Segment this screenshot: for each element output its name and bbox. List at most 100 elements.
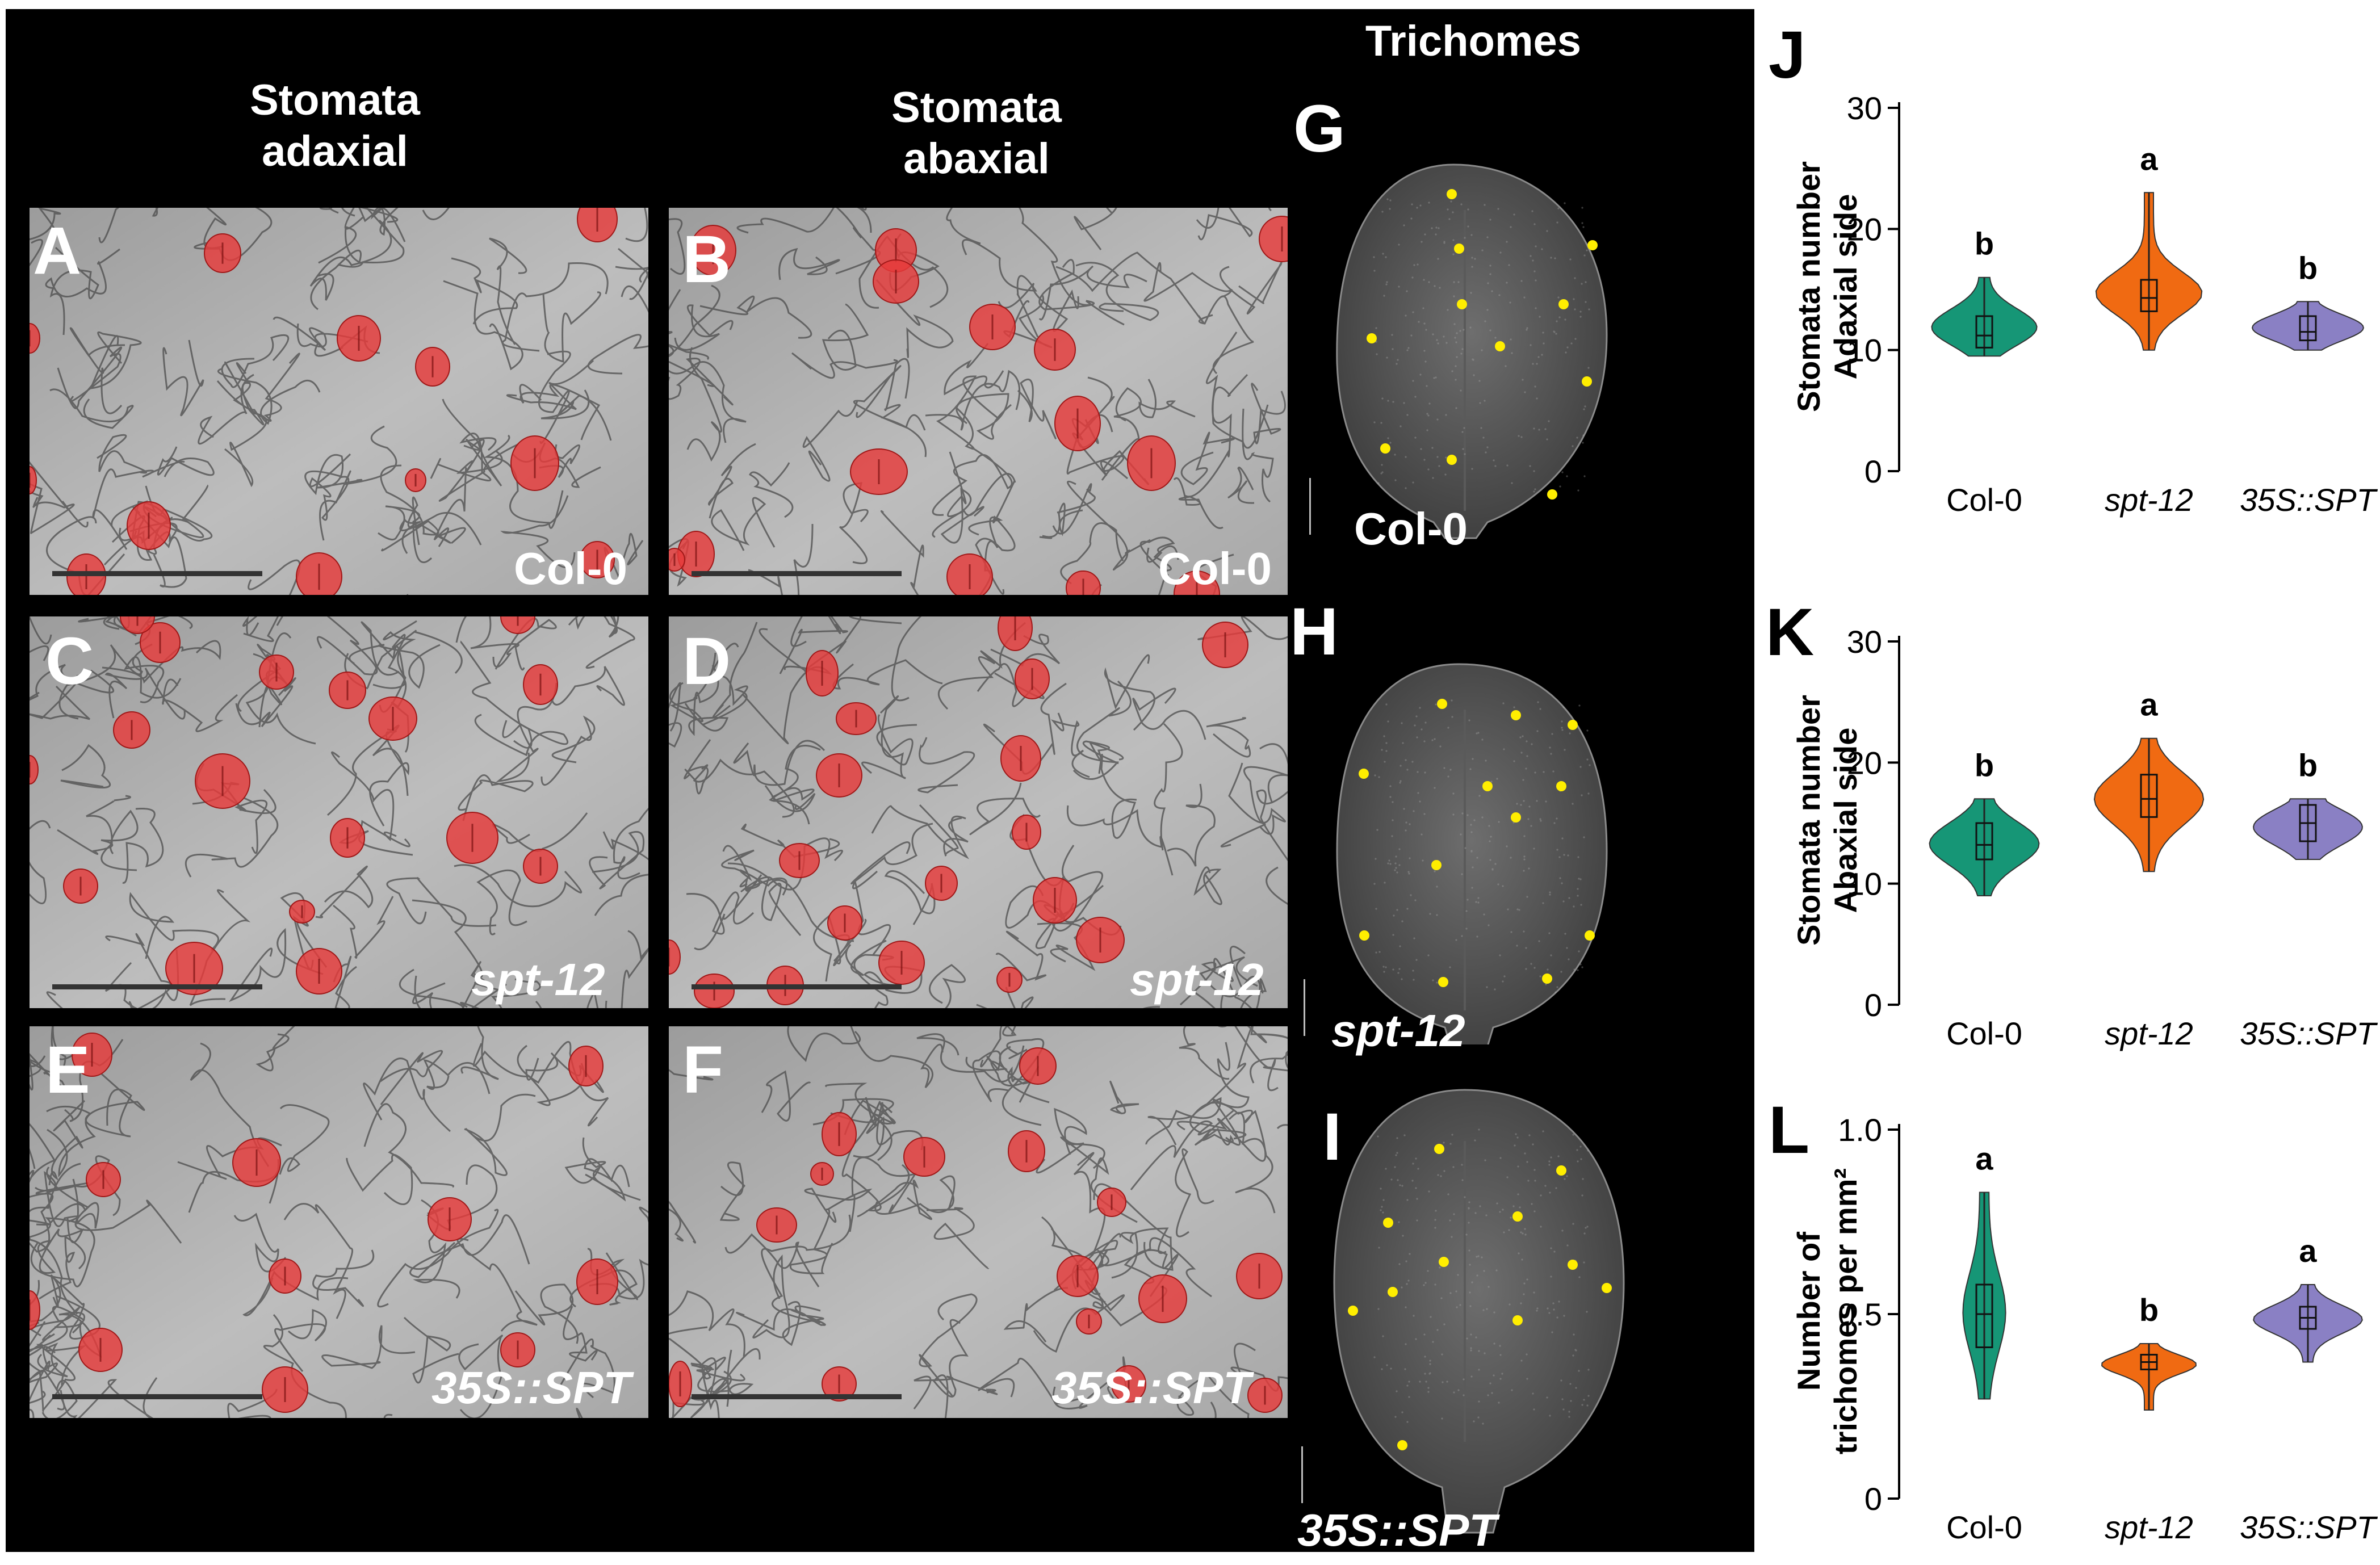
header-abaxial-line2: abaxial [903,135,1050,183]
panel-letter-a: A [33,213,82,288]
trichome-dots [1359,699,1595,987]
trichome-dot [1447,189,1457,199]
trichome-dot [1558,299,1569,309]
stoma [1259,216,1288,262]
stoma [1202,622,1248,668]
genotype-label-h: spt-12 [1331,1005,1465,1056]
stoma [140,622,181,663]
stoma [1138,1274,1187,1323]
box [2299,315,2317,342]
micrograph-e-image [30,1026,648,1418]
trichome-dot [1439,1257,1449,1267]
micrograph-a-image [30,208,648,595]
y-tick-label: 30 [1847,90,1882,126]
stoma [127,501,171,550]
stoma [969,304,1016,350]
trichome-dot [1367,333,1377,343]
stoma [836,702,877,735]
stoma [925,866,958,901]
header-trichomes: Trichomes [1365,17,1582,65]
significance-letter: a [2140,141,2158,177]
stoma [1015,658,1050,699]
header-adaxial-line1: Stomata [250,76,420,124]
stoma [368,697,417,741]
stoma [330,818,365,858]
stoma [756,1207,797,1243]
y-tick-label: 0 [1864,987,1882,1023]
leaf-blade [1336,663,1608,1044]
leaf-g-image [1336,163,1608,539]
trichome-dot [1542,974,1552,984]
panel-letter-l: L [1769,1093,1810,1168]
y-tick-label: 30 [1847,624,1882,660]
stomata-group [669,616,1248,1008]
x-tick-label: spt-12 [2105,1016,2193,1051]
panel-letter-g: G [1293,91,1346,166]
stoma [576,1258,618,1305]
violin-35sspt: b [2252,250,2364,351]
y-axis-label-line2: trichomes per mm² [1828,1168,1863,1454]
y-tick-label: 10 [1847,333,1882,368]
stomata-group [30,208,618,595]
micrograph-background [30,1026,648,1418]
trichome-dot [1495,341,1505,351]
stoma [946,553,993,595]
leaf-blade [1333,1089,1625,1534]
x-tick-label: spt-12 [2105,1509,2193,1545]
stoma [816,753,862,798]
y-axis-label-line1: Number of [1791,1232,1826,1391]
trichome-dot [1431,860,1442,870]
stoma [30,755,39,784]
stoma [694,974,735,1008]
trichome-dot [1585,930,1595,941]
trichome-dot [1437,699,1447,709]
stomata-group [669,1047,1283,1413]
trichome-dot [1438,977,1448,987]
stoma [262,1366,308,1413]
micrograph-panel-e [30,1026,648,1418]
micrograph-background [30,208,648,595]
x-tick-label: spt-12 [2105,482,2193,518]
stomata-group [30,616,558,995]
scale-bar-i [1301,1446,1303,1503]
panel-letter-k: K [1766,595,1815,670]
stoma [1236,1253,1283,1299]
stoma [30,323,40,354]
header-stomata-abaxial: Stomata abaxial [863,82,1090,184]
panel-letter-b: B [682,222,731,297]
stoma [998,616,1033,651]
genotype-label-d: spt-12 [1130,954,1264,1005]
trichome-dot [1568,1260,1578,1270]
micrograph-scale-bar [692,1394,902,1399]
header-stomata-adaxial: Stomata adaxial [221,75,449,177]
micrograph-scale-bar [52,1394,262,1399]
stoma [204,233,241,273]
stoma [1111,1365,1146,1403]
x-tick-label: Col-0 [1946,482,2022,518]
stoma [850,448,908,495]
stoma [568,1046,604,1086]
scale-bar-g [1309,478,1311,535]
scale-bar-h [1304,979,1305,1036]
pavement-cells [669,616,1288,1008]
micrograph-scale-bar [52,571,262,576]
y-axis-label-line1: Stomata number [1791,161,1826,412]
x-tick-label: 35S::SPT [2240,1509,2378,1545]
trichome-dot [1512,1211,1523,1222]
y-tick-label: 20 [1847,745,1882,781]
leaf-blade [1336,163,1608,539]
micrograph-f-image [669,1026,1288,1418]
violin-col0: b [1931,226,2038,357]
stoma [120,616,155,634]
y-tick-label: 0 [1864,1481,1882,1517]
trichome-dot [1556,781,1566,791]
stoma [1247,1378,1283,1413]
stoma [1019,1047,1057,1085]
stoma [1012,815,1041,850]
stoma [878,941,925,985]
y-tick-label: 20 [1847,211,1882,247]
leaf-h-image [1336,663,1608,1044]
